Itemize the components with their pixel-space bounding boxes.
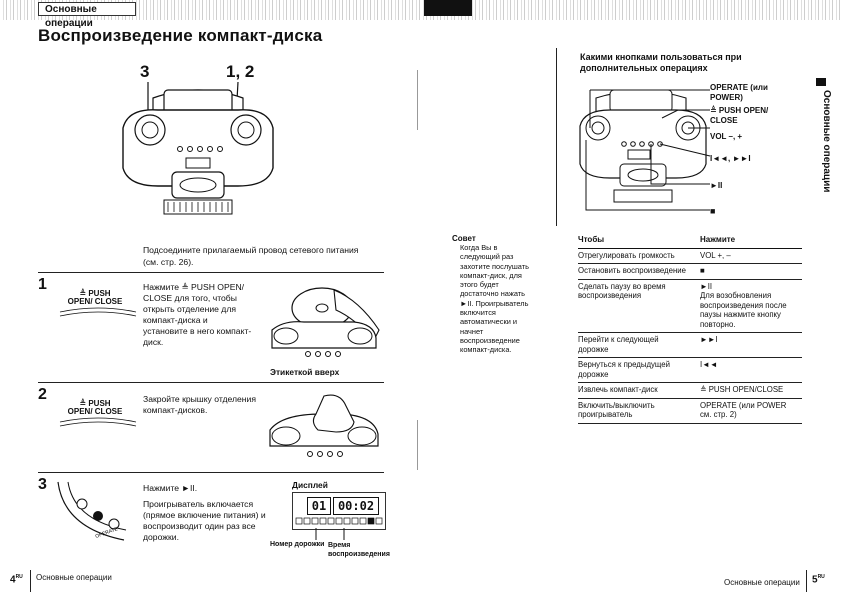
push-open-close-icon-2: ≜ PUSH OPEN/ CLOSE bbox=[67, 399, 123, 416]
callout-3: 3 bbox=[140, 62, 150, 81]
center-fold-mark-1 bbox=[417, 70, 418, 130]
stop-icon: ■ bbox=[700, 263, 802, 280]
sidebar-section-label: Основные операции bbox=[821, 90, 832, 193]
table-row: Извлечь компакт-диск ≜ PUSH OPEN/CLOSE bbox=[578, 382, 802, 399]
header-band bbox=[0, 0, 842, 20]
buttons-heading: Какими кнопками пользоваться при дополни… bbox=[580, 52, 742, 73]
table-header-row: Чтобы Нажмите bbox=[578, 233, 802, 249]
diagram-label-stop: ■ bbox=[710, 206, 716, 216]
tip-title: Совет bbox=[452, 234, 476, 243]
push-open-close-icon-1: ≜ PUSH OPEN/ CLOSE bbox=[67, 289, 123, 306]
header-black-tab bbox=[424, 0, 472, 16]
table-header-press: Нажмите bbox=[700, 233, 802, 249]
table-row: Отрегулировать громкость VOL +, – bbox=[578, 248, 802, 264]
step-2-text: Закройте крышку отделения компакт-дисков… bbox=[143, 394, 256, 415]
play-pause-icon: ►II bbox=[700, 281, 713, 291]
step-3-press-line: Нажмите ►II. bbox=[143, 483, 198, 493]
section-header: Основные операции bbox=[38, 2, 136, 29]
operations-table: Чтобы Нажмите Отрегулировать громкость V… bbox=[578, 233, 802, 424]
right-heading-rule bbox=[556, 48, 557, 226]
center-fold-mark-2 bbox=[417, 420, 418, 470]
divider-step-2 bbox=[38, 382, 384, 383]
callout-1-2: 1, 2 bbox=[226, 62, 255, 81]
display-title: Дисплей bbox=[292, 480, 328, 490]
wave-lines-1 bbox=[59, 307, 137, 317]
divider-step-3 bbox=[38, 472, 384, 473]
table-header-action: Чтобы bbox=[578, 233, 700, 249]
footer-left-rule bbox=[30, 570, 31, 592]
next-track-icon: ►►I bbox=[700, 332, 802, 358]
page-number-left: 4RU bbox=[10, 574, 23, 586]
display-play-time: 00:02 bbox=[333, 497, 379, 515]
step-1-text: Нажмите ≜ PUSH OPEN/ CLOSE для того, что… bbox=[143, 282, 252, 347]
label-track-number: Номер дорожки bbox=[270, 541, 325, 548]
display-leader-lines bbox=[315, 528, 345, 540]
footer-right-rule bbox=[806, 570, 807, 592]
sidebar-black-marker bbox=[816, 78, 826, 86]
divider-step-1 bbox=[38, 272, 384, 273]
step-1-number: 1 bbox=[38, 276, 47, 293]
label-play-time: Время воспроизведения bbox=[328, 542, 390, 558]
table-row: Остановить воспроизведение ■ bbox=[578, 263, 802, 280]
diagram-label-push-open: ≜ PUSH OPEN/CLOSE bbox=[710, 106, 769, 125]
display-segment-row bbox=[295, 517, 383, 525]
page-title: Воспроизведение компакт-диска bbox=[38, 26, 323, 45]
lid-close-illustration bbox=[269, 394, 379, 457]
label-side-up-caption: Этикеткой вверх bbox=[270, 367, 340, 377]
footer-section-left: Основные операции bbox=[36, 573, 112, 582]
previous-track-icon: I◄◄ bbox=[700, 357, 802, 383]
display-track-number: 01 bbox=[307, 497, 331, 515]
operate-dial-illustration: OPERATE bbox=[57, 481, 127, 541]
eject-icon: ≜ bbox=[79, 289, 87, 298]
diagram-label-skip: I◄◄, ►►I bbox=[710, 154, 751, 163]
page-number-right: 5RU bbox=[812, 574, 825, 586]
boombox-illustration bbox=[122, 81, 274, 215]
intro-line-1: Подсоедините прилагаемый провод сетевого… bbox=[143, 245, 359, 255]
footer-section-right: Основные операции bbox=[724, 578, 800, 587]
step-2-number: 2 bbox=[38, 386, 47, 403]
intro-line-2: (см. стр. 26). bbox=[143, 257, 194, 267]
eject-icon: ≜ bbox=[79, 399, 87, 408]
display-panel: 01 00:02 bbox=[292, 492, 386, 530]
cd-insert-illustration bbox=[271, 287, 380, 357]
buttons-diagram bbox=[579, 89, 711, 211]
step-3-number: 3 bbox=[38, 476, 47, 493]
diagram-label-vol: VOL –, + bbox=[710, 132, 743, 141]
step-3-text: Проигрыватель включается (прямое включен… bbox=[143, 499, 266, 542]
diagram-label-play-pause: ►II bbox=[710, 181, 723, 190]
wave-lines-2 bbox=[59, 417, 137, 427]
